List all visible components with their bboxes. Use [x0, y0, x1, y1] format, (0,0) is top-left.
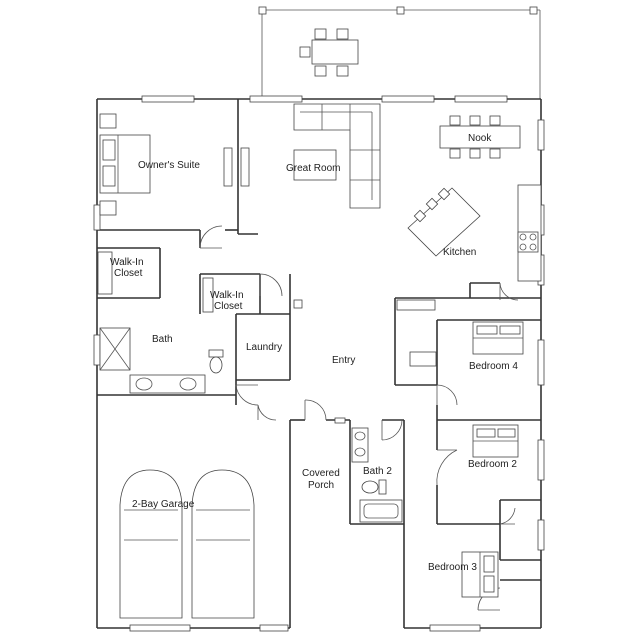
room-label-bath-2: Bath 2	[363, 466, 392, 477]
room-label-walk-in-closet-1-line1: Walk-In	[110, 257, 144, 268]
toilet-icon	[208, 349, 224, 374]
room-label-walk-in-closet-1-line2: Closet	[114, 268, 143, 279]
room-label-kitchen: Kitchen	[443, 247, 476, 258]
vanity-icon	[129, 374, 206, 394]
bed-icon	[472, 321, 524, 355]
entry: Entry	[332, 355, 355, 424]
room-label-entry: Entry	[332, 355, 355, 366]
sink-icon	[351, 427, 369, 463]
bedroom-3: Bedroom 3	[428, 551, 499, 598]
wardrobe-icon	[223, 147, 250, 187]
nook: Nook	[439, 115, 521, 159]
kitchen-island-icon	[407, 187, 481, 257]
toilet-icon	[361, 479, 387, 495]
room-label-bedroom-2: Bedroom 2	[468, 459, 517, 470]
covered-porch: Covered Porch	[302, 468, 340, 491]
covered-patio	[258, 6, 541, 99]
dining-table-icon	[439, 115, 521, 159]
room-label-owners-suite: Owner's Suite	[138, 160, 200, 171]
room-label-covered-porch-line2: Porch	[308, 480, 334, 491]
bedroom-4: Bedroom 4	[396, 299, 524, 372]
room-label-laundry: Laundry	[246, 342, 282, 353]
owners-suite: Owner's Suite	[99, 113, 250, 216]
walk-in-closet-2: Walk-In Closet	[202, 277, 244, 313]
room-label-bath: Bath	[152, 334, 173, 345]
room-label-bedroom-4: Bedroom 4	[469, 361, 518, 372]
great-room: Great Room	[286, 103, 381, 209]
room-label-nook: Nook	[468, 133, 492, 144]
bed-icon	[99, 134, 151, 194]
bed-icon	[472, 424, 519, 458]
bath-2: Bath 2	[351, 427, 403, 523]
room-label-covered-porch-line1: Covered	[302, 468, 340, 479]
room-label-garage: 2-Bay Garage	[132, 499, 195, 510]
patio-table-icon	[299, 28, 359, 77]
room-label-great-room: Great Room	[286, 163, 340, 174]
kitchen: Kitchen	[407, 184, 542, 282]
garage: 2-Bay Garage	[119, 469, 255, 619]
bed-icon	[461, 551, 499, 598]
car-icon	[119, 469, 183, 619]
doors	[199, 225, 519, 611]
room-label-walk-in-closet-2-line1: Walk-In	[210, 290, 244, 301]
car-icon	[191, 469, 255, 619]
room-label-walk-in-closet-2-line2: Closet	[214, 301, 243, 312]
counter-icon	[517, 184, 542, 282]
bath: Bath	[99, 327, 224, 394]
laundry: Laundry	[246, 342, 282, 353]
bathtub-icon	[359, 499, 403, 523]
sofa-icon	[293, 103, 381, 209]
bedroom-2: Bedroom 2	[468, 424, 519, 470]
shower-icon	[99, 327, 131, 371]
walk-in-closet-1: Walk-In Closet	[97, 251, 144, 295]
room-label-bedroom-3: Bedroom 3	[428, 562, 477, 573]
